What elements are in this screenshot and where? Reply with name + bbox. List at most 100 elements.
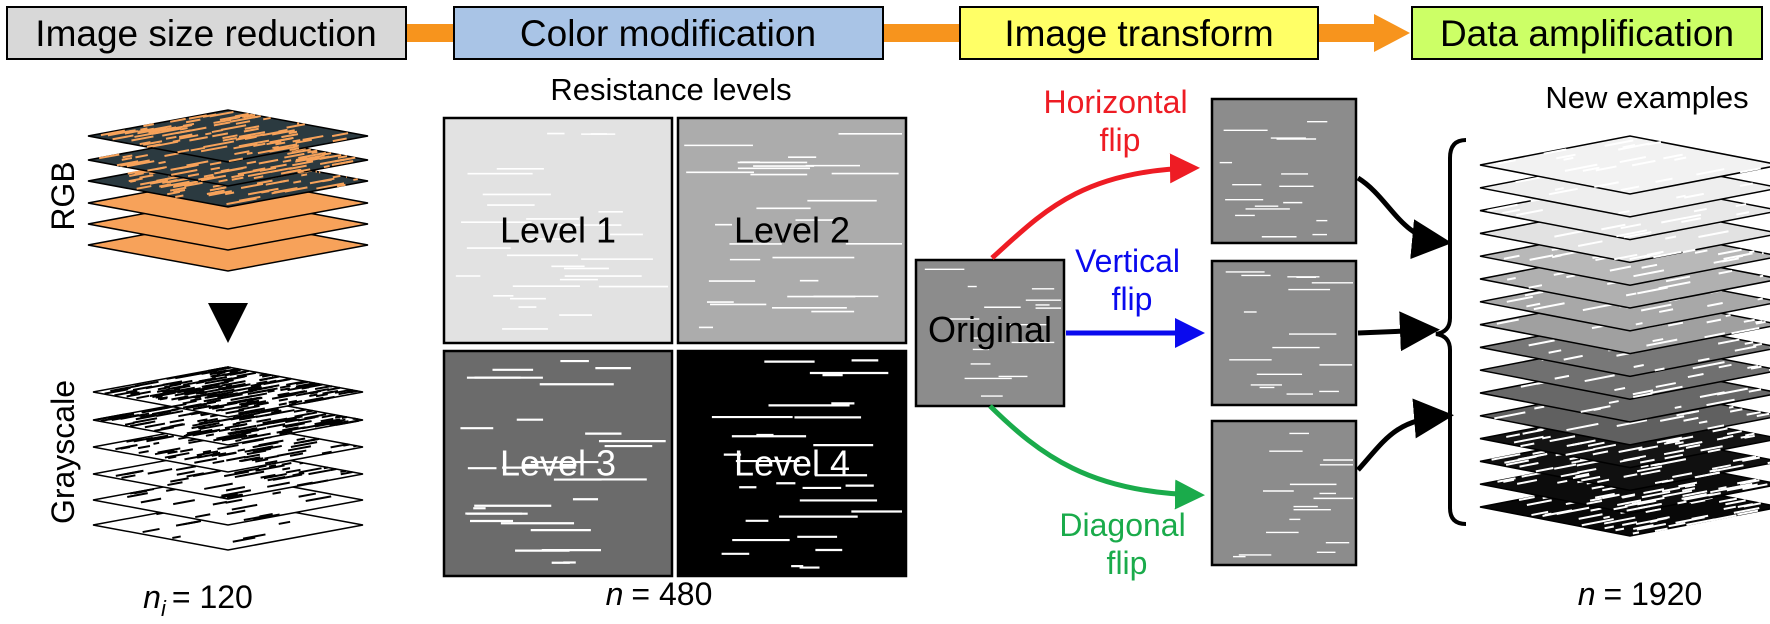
rgb-layer-streak <box>266 140 282 146</box>
rgb-layer-streak <box>222 137 237 142</box>
new-example-layer-streak <box>1491 453 1521 461</box>
grayscale-layer-streak <box>258 439 284 447</box>
grayscale-layer-streak <box>234 467 260 474</box>
rgb-layer-streak <box>286 168 301 174</box>
new-example-layer-streak <box>1563 156 1574 161</box>
new-example-layer-streak <box>1643 488 1665 495</box>
grayscale-layer-streak <box>225 498 243 504</box>
grayscale-layer-streak <box>285 423 299 428</box>
new-example-layer-streak <box>1549 435 1576 443</box>
new-example-layer-streak <box>1693 207 1707 213</box>
grayscale-layer-streak <box>330 468 337 472</box>
grayscale-layer-streak <box>147 468 173 475</box>
new-example-layer <box>1479 135 1770 195</box>
new-example-layer-streak <box>1739 182 1753 187</box>
transform-out-arrow-2 <box>1357 311 1440 352</box>
rgb-layer-streak <box>139 174 154 179</box>
new-example-layer-streak <box>1710 486 1735 494</box>
new-example-layer-streak <box>1696 168 1725 176</box>
rgb-layer-streak <box>228 157 244 163</box>
rgb-layer-streak <box>211 129 223 134</box>
grayscale-layer-streak <box>278 402 287 406</box>
rgb-layer-streak <box>281 133 299 139</box>
rgb-layer-streak <box>218 178 228 183</box>
grayscale-layer-streak <box>154 426 174 432</box>
new-example-layer-streak <box>1554 463 1577 470</box>
new-example-layer-streak <box>1726 430 1742 435</box>
grayscale-layer-streak <box>230 493 243 498</box>
level-tile-bg <box>442 116 674 345</box>
stage-box-color-modification <box>453 6 884 60</box>
rgb-layer-streak <box>165 135 177 140</box>
new-example-layer-streak <box>1683 192 1704 199</box>
rgb-layer-streak <box>177 149 190 154</box>
new-example-layer-streak <box>1665 235 1677 240</box>
new-example-layer-streak <box>1687 410 1700 415</box>
rgb-layer-streak <box>323 165 330 169</box>
new-example-layer-streak <box>1566 422 1599 432</box>
horizontal-flip-line2: flip <box>1100 122 1141 158</box>
rgb-layer-streak <box>253 175 264 180</box>
new-example-layer-streak <box>1636 523 1667 531</box>
new-example-layer-streak <box>1663 153 1683 160</box>
grayscale-layer-streak <box>238 404 260 411</box>
grayscale-layer-streak <box>155 395 163 399</box>
grayscale-layer-streak <box>320 417 334 423</box>
grayscale-layer-streak <box>203 417 218 423</box>
new-example-layer-streak <box>1654 527 1668 533</box>
connector-2 <box>883 24 960 42</box>
rgb-layer-streak <box>238 139 270 148</box>
grayscale-layer-streak <box>124 422 135 426</box>
diagonal-flip-line1: Diagonal <box>1059 507 1185 543</box>
grayscale-layer-streak <box>132 417 158 424</box>
grayscale-layer-streak <box>229 369 241 374</box>
grayscale-layer-streak <box>198 385 221 392</box>
grayscale-layer-streak <box>309 479 329 485</box>
new-example-layer-streak <box>1650 385 1683 394</box>
grayscale-layer-streak <box>341 416 348 419</box>
grayscale-layer-streak <box>236 371 257 378</box>
grayscale-layer-streak <box>154 449 175 456</box>
new-example-layer-streak <box>1676 194 1686 199</box>
new-example-layer-streak <box>1620 223 1642 230</box>
grayscale-layer-streak <box>256 380 268 385</box>
grayscale-layer-streak <box>232 422 241 426</box>
new-example-layer-streak <box>1631 159 1656 167</box>
grayscale-layer-streak <box>115 444 138 451</box>
new-example-layer-streak <box>1650 462 1661 467</box>
new-example-layer-streak <box>1736 211 1750 216</box>
grayscale-layer-streak <box>167 455 177 460</box>
grayscale-layer-streak <box>223 470 250 478</box>
grayscale-layer-streak <box>327 386 341 392</box>
grayscale-layer-streak <box>195 513 211 519</box>
new-example-layer-streak <box>1750 365 1762 370</box>
rgb-layer-streak <box>229 116 241 121</box>
new-example-layer-streak <box>1582 303 1613 312</box>
original-tile: Original <box>914 258 1066 408</box>
rgb-layer-streak <box>309 177 335 185</box>
grayscale-layer-streak <box>278 520 291 525</box>
grayscale-layer-streak <box>238 407 265 415</box>
grayscale-layer-streak <box>210 373 221 378</box>
grayscale-layer-streak <box>208 404 220 409</box>
new-example-layer-streak <box>1636 465 1663 473</box>
rgb-layer-streak <box>295 156 308 161</box>
new-example-layer-streak <box>1728 405 1734 409</box>
new-example-layer-streak <box>1575 472 1590 478</box>
vertical-flip-tile-bg <box>1210 259 1358 407</box>
new-example-layer-streak <box>1691 514 1709 520</box>
rgb-layer-streak <box>301 173 308 177</box>
new-example-layer-streak <box>1710 514 1737 522</box>
new-example-layer-streak <box>1652 338 1664 343</box>
rgb-layer-streak <box>222 134 238 140</box>
grayscale-layer-streak <box>156 388 170 393</box>
stage-label-data-amplification: Data amplification <box>1440 13 1734 54</box>
new-example-layer-streak <box>1528 339 1555 347</box>
grayscale-layer-streak <box>182 403 202 409</box>
new-example-layer-streak <box>1635 322 1643 326</box>
grayscale-layer-streak <box>306 409 313 413</box>
grayscale-layer-streak <box>213 434 242 442</box>
new-example-layer-streak <box>1729 408 1743 413</box>
grayscale-layer-streak <box>221 435 246 442</box>
grayscale-layer-streak <box>267 481 290 488</box>
